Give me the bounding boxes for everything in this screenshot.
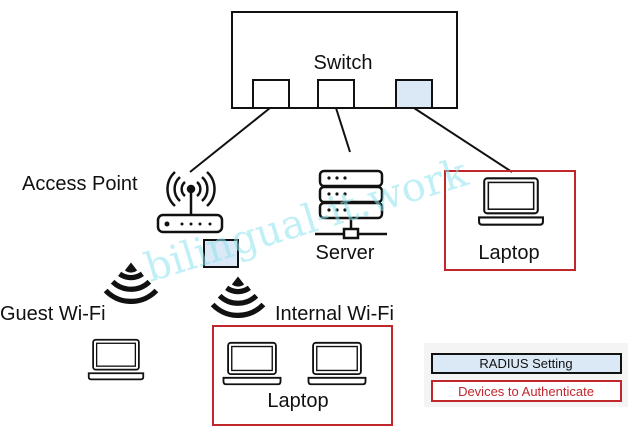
link-switch-server (335, 107, 351, 153)
switch-port-1 (252, 79, 290, 109)
switch-label: Switch (314, 52, 373, 74)
server-icon (315, 169, 387, 240)
switch: Switch (231, 11, 458, 109)
server: Server (315, 169, 387, 264)
guest-wifi-label: Guest Wi-Fi (0, 303, 106, 325)
legend-radius-swatch (431, 353, 622, 374)
wired-laptop-label: Laptop (478, 242, 539, 264)
authenticate-border (444, 170, 576, 271)
ap-radius-setting (203, 239, 239, 268)
switch-port-2 (317, 79, 355, 109)
internal-wifi-icon (213, 277, 264, 316)
internal-laptop-group: Laptop (212, 325, 393, 426)
router-leds-icon (164, 221, 212, 227)
legend-authenticate-label: Devices to Authenticate (458, 384, 594, 399)
legend-authenticate-swatch (431, 380, 622, 402)
link-switch-laptop (413, 107, 513, 173)
laptop-icon (222, 341, 282, 386)
legend: RADIUS Setting Devices to Authenticate (424, 343, 628, 407)
legend-radius-label: RADIUS Setting (479, 356, 572, 371)
laptop-icon (478, 177, 544, 226)
switch-port-radius (395, 79, 433, 109)
authenticate-border (212, 325, 393, 426)
laptop-icon (307, 341, 367, 386)
internal-wifi-label: Internal Wi-Fi (275, 303, 394, 325)
internal-laptop-label: Laptop (267, 390, 328, 412)
server-label: Server (316, 242, 375, 264)
access-point: Access Point (22, 171, 239, 268)
antenna-signal-icon (166, 171, 216, 215)
connections (189, 107, 513, 173)
guest-laptop-icon (87, 338, 145, 381)
access-point-label: Access Point (22, 173, 138, 195)
link-switch-ap (189, 107, 271, 173)
wired-laptop-group: Laptop (444, 170, 576, 271)
